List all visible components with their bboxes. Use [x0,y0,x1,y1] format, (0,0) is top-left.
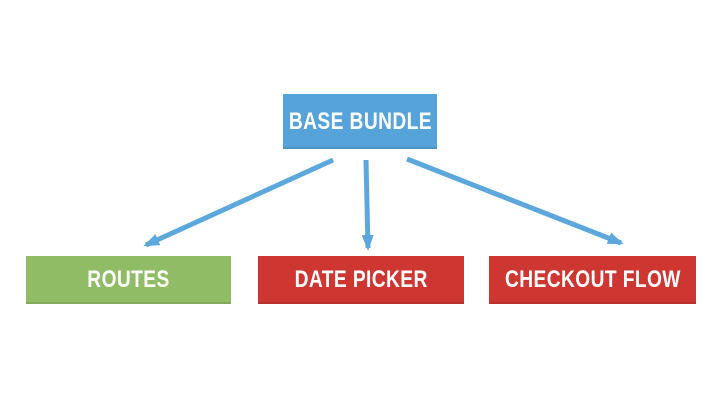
node-routes-label: ROUTES [87,266,170,293]
node-base-bundle: BASE BUNDLE [283,94,437,149]
node-checkout-flow: CHECKOUT FLOW [489,256,696,304]
arrow-to-date-picker [361,159,374,251]
node-date-picker: DATE PICKER [258,256,464,304]
node-date-picker-label: DATE PICKER [294,266,428,293]
node-routes: ROUTES [26,256,231,304]
arrow-to-checkout-flow [406,156,624,246]
arrow-to-routes [143,157,335,248]
node-checkout-flow-label: CHECKOUT FLOW [504,266,681,293]
node-base-bundle-label: BASE BUNDLE [288,107,432,135]
